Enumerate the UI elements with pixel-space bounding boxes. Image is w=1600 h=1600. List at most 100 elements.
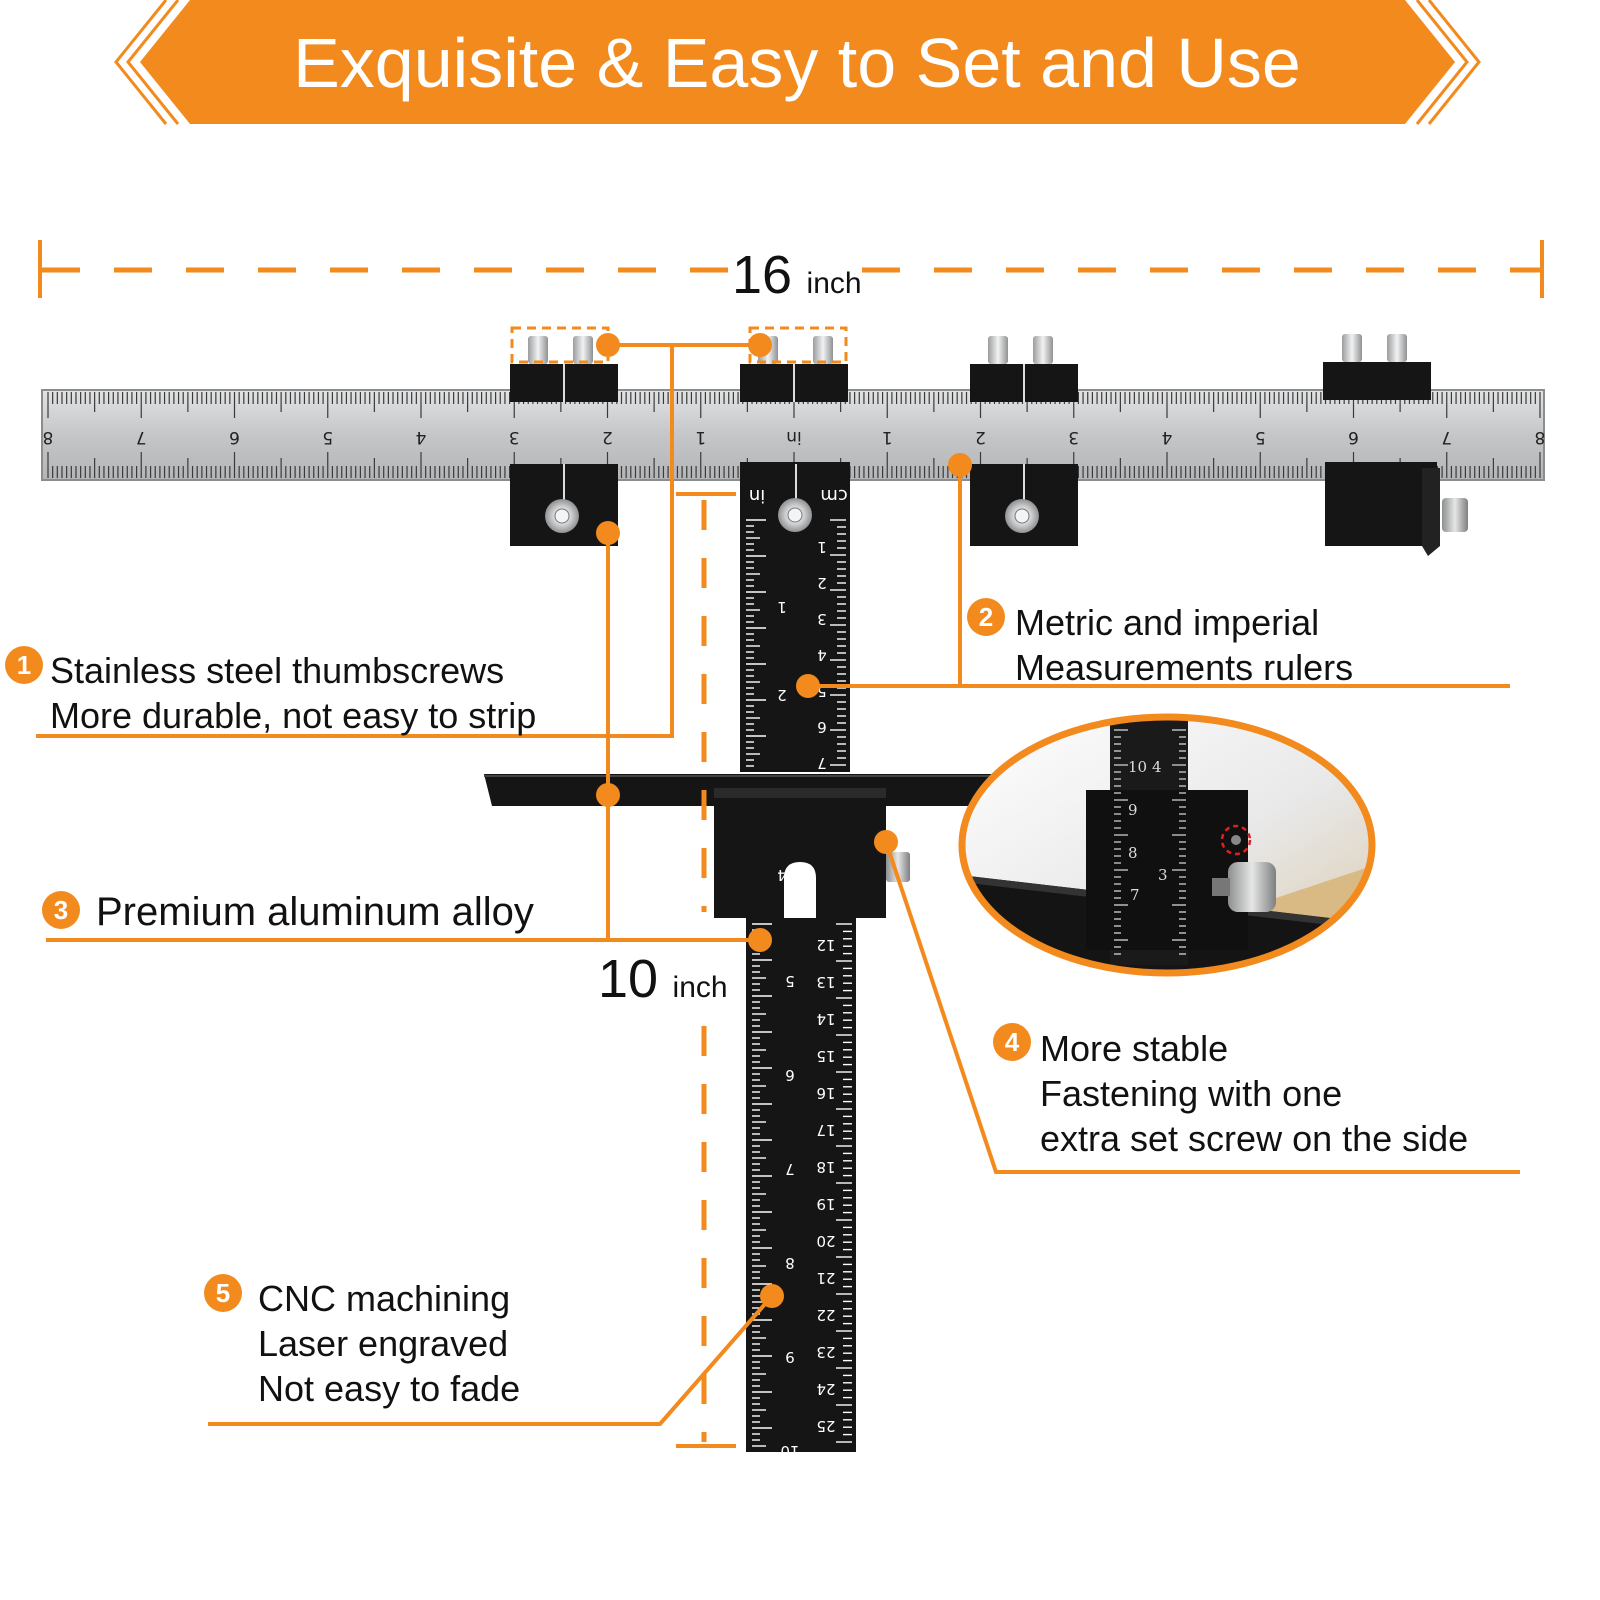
highlight-box-1 xyxy=(510,326,610,364)
callout-5: CNC machining Laser engraved Not easy to… xyxy=(258,1276,520,1411)
main-ruler-label: 2 xyxy=(602,427,613,447)
height-dimension: 10 inch xyxy=(598,492,736,1448)
lower-cm-number: 19 xyxy=(816,1195,835,1213)
upper-inch-number: 2 xyxy=(777,686,787,704)
main-ruler-label: 6 xyxy=(229,427,240,447)
main-ruler-label: 1 xyxy=(882,427,893,447)
height-value: 10 xyxy=(598,949,658,1009)
upper-vertical-ruler: in cm 1 2 3 4 5 6 7 1 2 xyxy=(740,462,850,772)
lower-cm-number: 17 xyxy=(816,1121,835,1139)
upper-cm-number: 6 xyxy=(817,718,827,736)
sliding-block: 4 1 xyxy=(714,788,910,918)
callout-5-line-2: Laser engraved xyxy=(258,1323,509,1364)
upper-cm-number: 5 xyxy=(817,682,827,700)
lower-cm-number: 21 xyxy=(816,1269,835,1287)
callout-badge-3: 3 xyxy=(42,891,80,929)
callout-3: Premium aluminum alloy xyxy=(96,890,534,935)
callout-3-line-1: Premium aluminum alloy xyxy=(96,890,534,934)
callout-leaders xyxy=(36,343,1520,1426)
lower-inch-number: 9 xyxy=(785,1348,795,1366)
lower-cm-number: 13 xyxy=(816,973,835,991)
callout-1: Stainless steel thumbscrews More durable… xyxy=(50,648,536,738)
main-ruler-label: 8 xyxy=(1535,427,1546,447)
lower-inch-number: 6 xyxy=(785,1066,795,1084)
callout-badge-5: 5 xyxy=(204,1274,242,1312)
width-dimension: 16 inch xyxy=(38,240,1544,305)
lower-cm-number: 25 xyxy=(816,1417,835,1435)
main-ruler-label: 4 xyxy=(416,427,427,447)
lower-cm-number: 23 xyxy=(816,1343,835,1361)
thumbscrew-block-3 xyxy=(970,336,1078,402)
lower-inch-number: 10 xyxy=(780,1442,799,1460)
callout-badge-1: 1 xyxy=(5,646,43,684)
upper-cm-label: cm xyxy=(820,485,847,506)
lower-cm-number: 12 xyxy=(816,936,835,954)
inset-set-screw-detail: 10 4 9 8 3 7 xyxy=(958,713,1376,977)
main-ruler-label: 6 xyxy=(1348,427,1359,447)
width-value: 16 xyxy=(732,245,792,305)
upper-cm-number: 7 xyxy=(817,754,827,772)
callout-2-line-1: Metric and imperial xyxy=(1015,602,1320,643)
callout-dots xyxy=(596,333,972,1308)
banner-title: Exquisite & Easy to Set and Use xyxy=(293,24,1301,102)
main-ruler-label: 5 xyxy=(1255,427,1266,447)
callout-4-line-3: extra set screw on the side xyxy=(1040,1118,1469,1159)
upper-cm-number: 2 xyxy=(817,574,827,592)
upper-cm-number: 3 xyxy=(817,610,827,628)
callout-1-line-2: More durable, not easy to strip xyxy=(50,695,537,736)
width-unit: inch xyxy=(807,267,862,300)
lower-inch-number: 7 xyxy=(785,1160,795,1178)
lower-cm-number: 14 xyxy=(816,1010,835,1028)
main-ruler-label: in xyxy=(786,427,802,447)
upper-inch-number: 1 xyxy=(777,598,787,616)
inset-number-6: 7 xyxy=(1130,886,1140,904)
callout-badge-4: 4 xyxy=(993,1023,1031,1061)
main-ruler-label: 1 xyxy=(695,427,706,447)
lower-inch-number: 8 xyxy=(785,1254,795,1272)
callout-4-line-1: More stable xyxy=(1040,1028,1229,1069)
lower-cm-number: 18 xyxy=(816,1158,835,1176)
upper-cm-number: 1 xyxy=(817,538,827,556)
callout-2-line-2: Measurements rulers xyxy=(1015,647,1354,688)
callout-badge-2: 2 xyxy=(967,598,1005,636)
thumbscrew-blocks xyxy=(510,334,1431,402)
main-ruler-label: 3 xyxy=(509,427,520,447)
callout-1-line-1: Stainless steel thumbscrews xyxy=(50,650,505,691)
inset-number-5: 3 xyxy=(1158,866,1168,884)
lower-vertical-ruler: 12 13 14 15 16 17 18 19 20 21 22 23 24 25 5 6 7 8 9 10 xyxy=(746,918,856,1460)
main-ruler-label: 8 xyxy=(43,427,54,447)
lower-cm-number: 20 xyxy=(816,1232,835,1250)
header-banner: Exquisite & Easy to Set and Use xyxy=(114,0,1481,125)
main-ruler-label: 2 xyxy=(975,427,986,447)
main-ruler-label: 3 xyxy=(1068,427,1079,447)
callout-5-line-1: CNC machining xyxy=(258,1278,511,1319)
slot-number-right: 1 xyxy=(803,896,813,914)
lower-cm-number: 16 xyxy=(816,1084,835,1102)
callout-4: More stable Fastening with one extra set… xyxy=(1040,1026,1468,1161)
inset-number-2: 4 xyxy=(1152,758,1162,776)
lower-inch-number: 5 xyxy=(785,972,795,990)
slot-number-left: 4 xyxy=(777,866,787,884)
main-ruler-label: 5 xyxy=(322,427,333,447)
height-unit: inch xyxy=(673,971,728,1004)
inset-number-1: 10 xyxy=(1128,758,1147,776)
lower-cm-number: 24 xyxy=(816,1380,835,1398)
lower-cm-number: 15 xyxy=(816,1047,835,1065)
svg-text:10 inch: 10 inch xyxy=(598,949,728,1009)
main-ruler-label: 4 xyxy=(1162,427,1173,447)
main-ruler-label: 7 xyxy=(136,427,147,447)
svg-text:16 inch: 16 inch xyxy=(732,245,862,305)
main-ruler-label: 7 xyxy=(1441,427,1452,447)
thumbscrew-block-1 xyxy=(510,336,618,402)
lower-cm-number: 22 xyxy=(816,1306,835,1324)
inset-number-3: 9 xyxy=(1128,801,1138,819)
inset-number-4: 8 xyxy=(1128,844,1138,862)
upper-cm-number: 4 xyxy=(817,646,827,664)
callout-5-line-3: Not easy to fade xyxy=(258,1368,521,1409)
thumbscrew-block-4 xyxy=(1323,334,1431,400)
callout-2: Metric and imperial Measurements rulers xyxy=(1015,600,1353,690)
upper-inch-label: in xyxy=(749,485,765,506)
callout-4-line-2: Fastening with one xyxy=(1040,1073,1343,1114)
thumbscrew-block-2 xyxy=(740,336,848,402)
